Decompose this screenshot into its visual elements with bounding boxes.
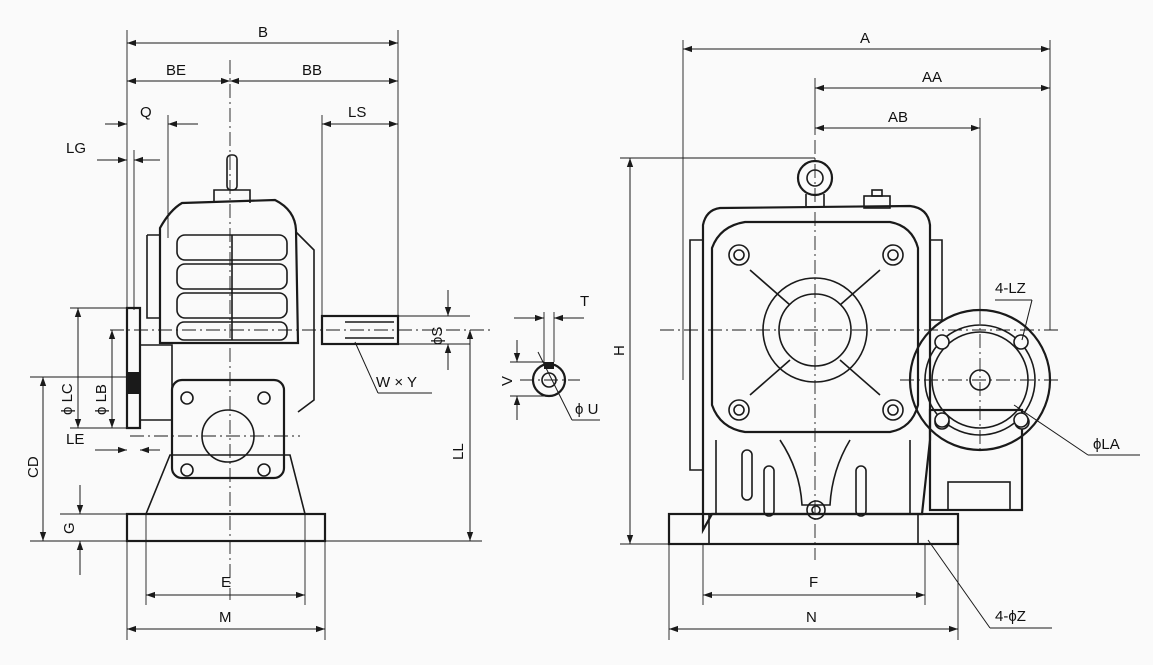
front-housing xyxy=(701,204,932,535)
side-input-flange xyxy=(125,306,142,430)
top-vent-stud xyxy=(226,154,238,191)
label-E: E xyxy=(221,574,231,591)
label-G: G xyxy=(61,522,78,534)
label-U: ϕ U xyxy=(575,401,598,418)
label-WY: W × Y xyxy=(376,374,417,391)
label-A: A xyxy=(860,30,870,47)
side-cooling-fins xyxy=(176,234,288,341)
label-T: T xyxy=(580,293,589,310)
side-view xyxy=(110,60,490,600)
label-AB: AB xyxy=(888,109,908,126)
front-view-labels: A AA AB H 4-LZ ϕLA F N 4-ϕZ xyxy=(611,30,1120,626)
label-LZ: 4-LZ xyxy=(995,280,1026,297)
label-F: F xyxy=(809,574,818,591)
label-BB: BB xyxy=(302,62,322,79)
label-B: B xyxy=(258,24,268,41)
side-housing xyxy=(158,198,300,345)
label-H: H xyxy=(611,345,628,356)
label-Q: Q xyxy=(140,104,152,121)
label-LC: ϕ LC xyxy=(59,383,76,415)
label-LL: LL xyxy=(450,443,467,460)
side-base-plate xyxy=(125,512,327,543)
side-gear-block xyxy=(170,378,286,480)
label-BE: BE xyxy=(166,62,186,79)
front-view-dimensions xyxy=(620,40,1140,640)
label-CD: CD xyxy=(25,456,42,478)
label-LE: LE xyxy=(66,431,84,448)
shaft-section: T V ϕ U xyxy=(499,293,600,421)
side-base-legs xyxy=(145,454,306,515)
label-AA: AA xyxy=(922,69,942,86)
label-LA: ϕLA xyxy=(1093,436,1120,453)
label-S: ϕS xyxy=(429,327,446,345)
front-gear-cover xyxy=(710,220,920,434)
side-view-labels: B BE BB Q LS LG ϕ LC ϕ LB LE CD G E M ϕS… xyxy=(25,24,467,626)
label-LG: LG xyxy=(66,140,86,157)
label-LB: ϕ LB xyxy=(93,384,110,415)
front-view xyxy=(660,140,1060,560)
label-V: V xyxy=(499,376,516,386)
label-Z: 4-ϕZ xyxy=(995,608,1026,625)
label-N: N xyxy=(806,609,817,626)
side-view-dimensions xyxy=(30,30,482,640)
label-LS: LS xyxy=(348,104,366,121)
label-M: M xyxy=(219,609,232,626)
